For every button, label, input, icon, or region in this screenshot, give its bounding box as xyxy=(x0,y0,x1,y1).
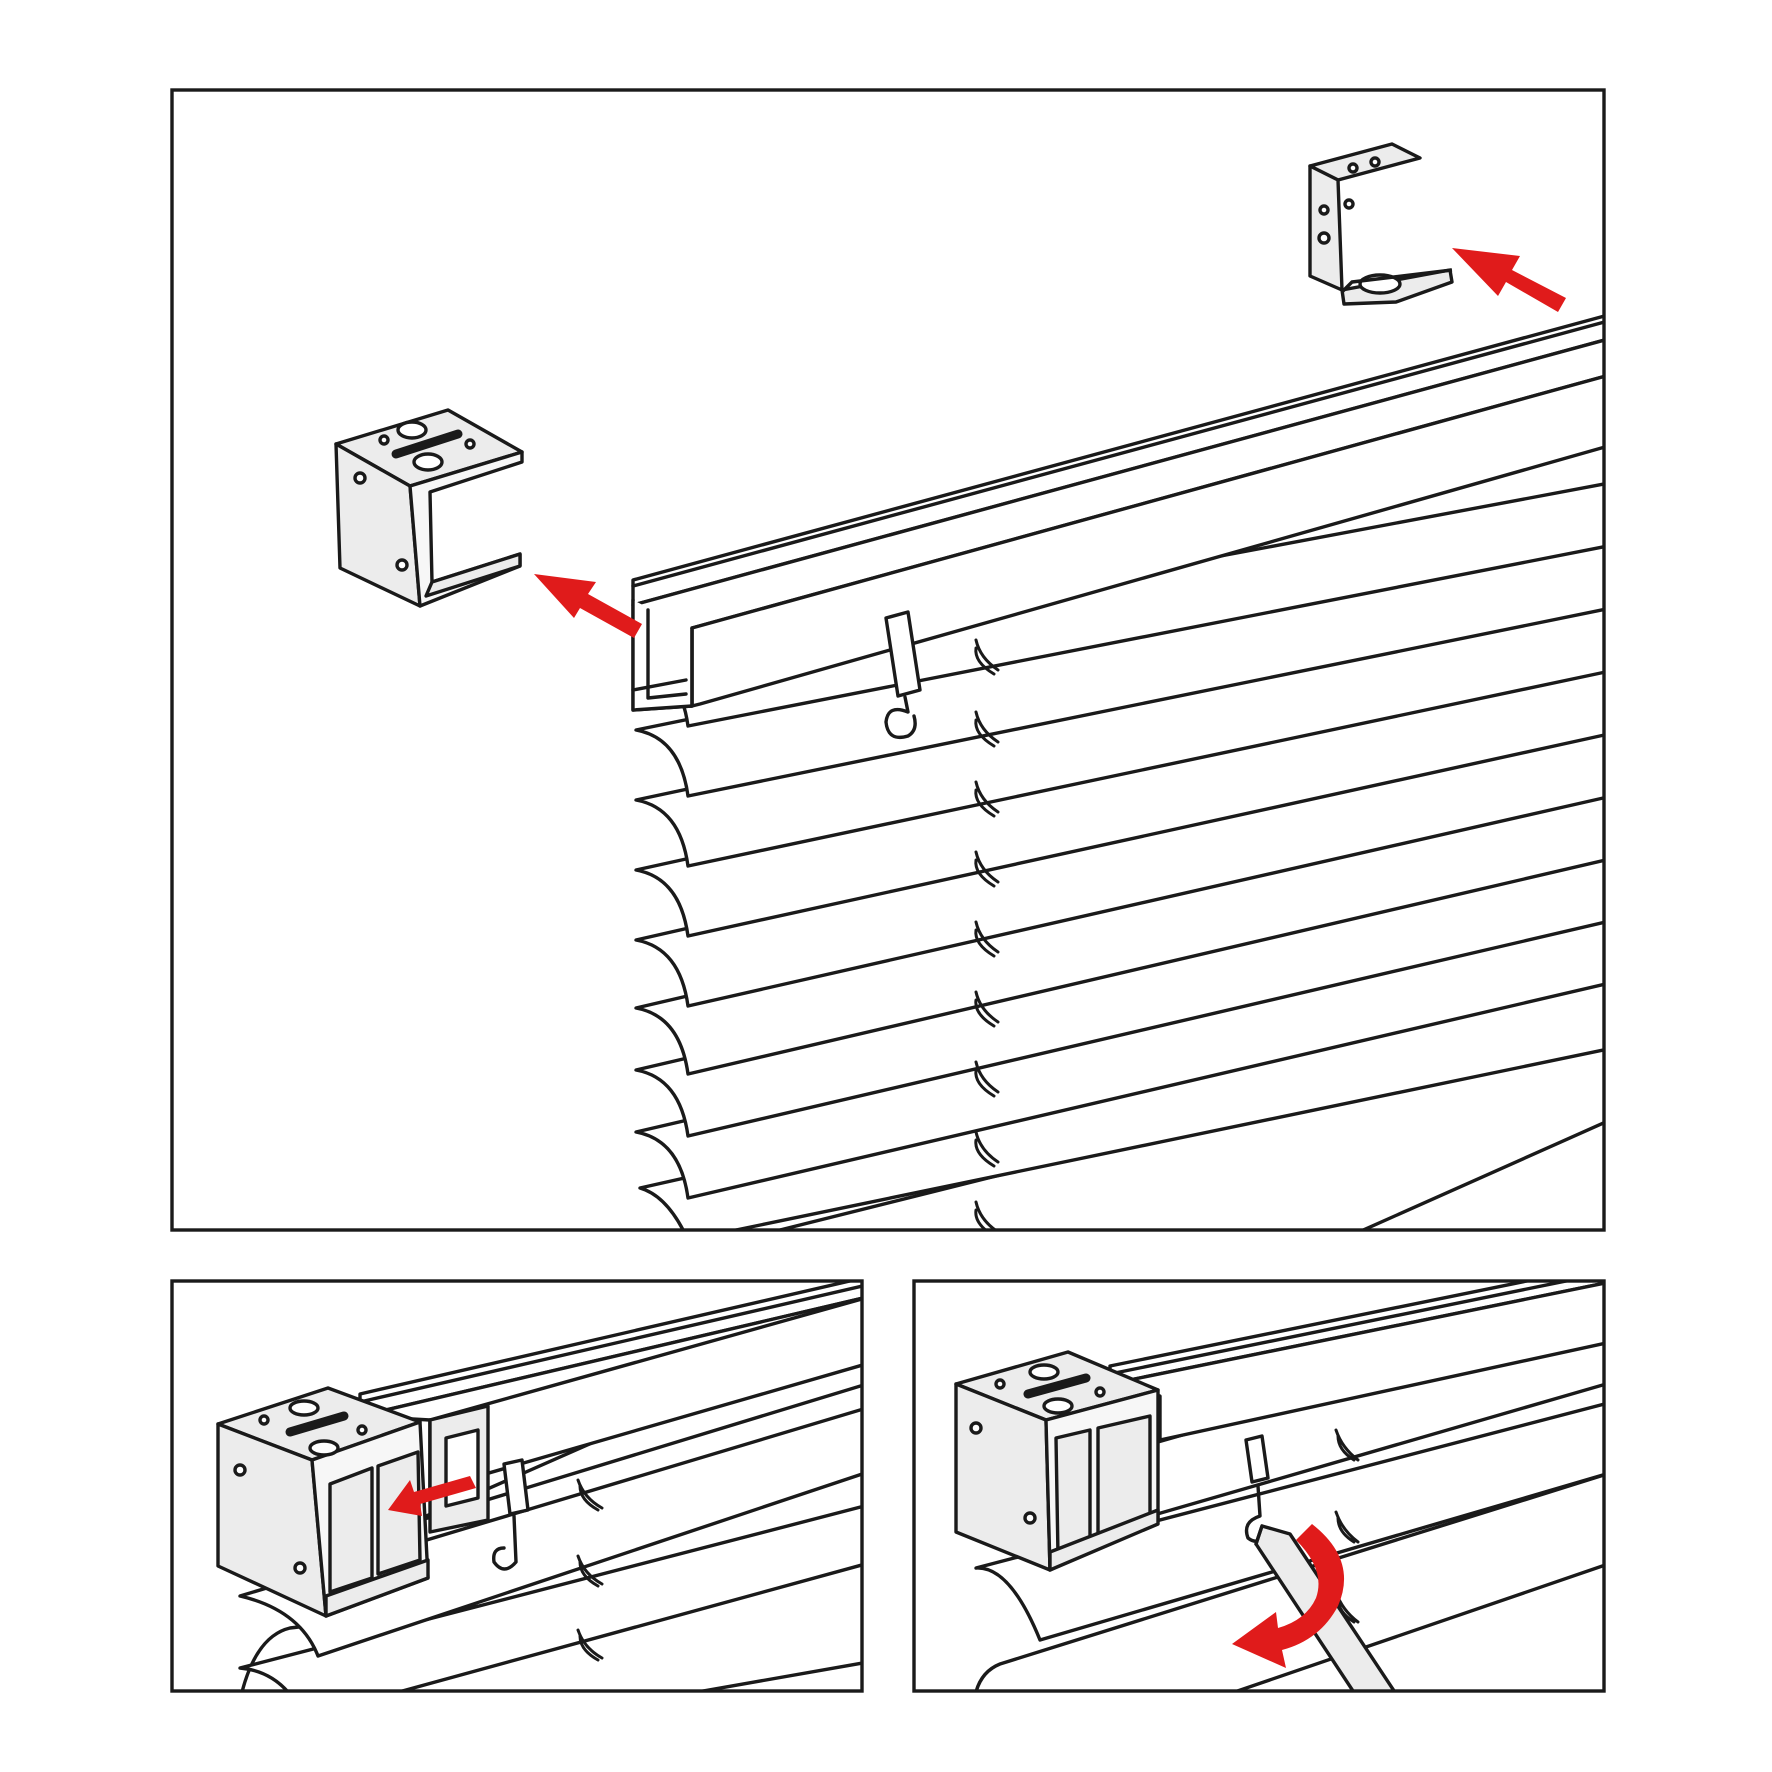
headrail xyxy=(631,314,1604,712)
arrow-slide-into-bracket xyxy=(388,1476,476,1516)
panel-main xyxy=(170,88,1606,1232)
tilt-wand-hook xyxy=(884,610,922,740)
panel-detail-right xyxy=(912,1279,1606,1693)
slats xyxy=(238,1322,862,1691)
panel-detail-left xyxy=(170,1279,864,1693)
slat xyxy=(634,718,1604,1008)
slat xyxy=(238,1504,862,1691)
tilt-wand-hook xyxy=(492,1458,530,1571)
end-bracket-left xyxy=(334,408,524,608)
arrow-to-left-bracket xyxy=(534,574,642,638)
arrow-icon xyxy=(1452,248,1566,312)
slat xyxy=(634,529,1604,798)
slat xyxy=(634,592,1604,868)
rotate-arrow-icon xyxy=(1232,1524,1345,1668)
slats xyxy=(634,404,1604,1230)
slat xyxy=(238,1407,862,1658)
arrow-rotate-wand xyxy=(1232,1524,1345,1668)
ladder-cords xyxy=(576,1478,604,1662)
end-bracket-right xyxy=(1308,142,1454,306)
end-bracket xyxy=(216,1386,430,1618)
end-bracket xyxy=(954,1350,1160,1572)
arrow-icon xyxy=(388,1476,476,1516)
slat xyxy=(974,1402,1604,1642)
end-cap xyxy=(428,1404,490,1534)
panel-main-frame xyxy=(170,88,1606,1232)
arrow-to-right-bracket xyxy=(1452,248,1566,312)
panel-detail-right-frame xyxy=(912,1279,1606,1693)
panel-detail-left-frame xyxy=(170,1279,864,1693)
arrow-icon xyxy=(534,574,642,638)
slat xyxy=(634,780,1604,1076)
slat xyxy=(634,655,1604,938)
